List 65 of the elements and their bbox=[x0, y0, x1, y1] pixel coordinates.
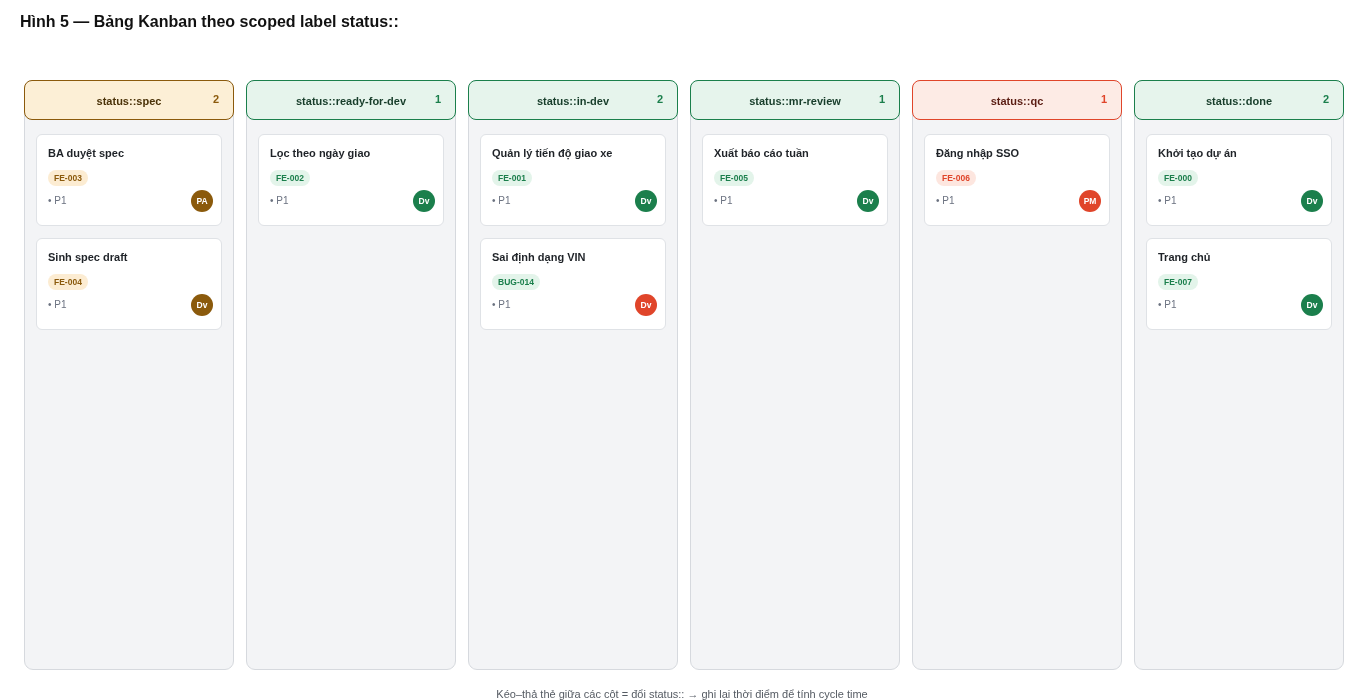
card-title: Sai định dạng VIN bbox=[492, 250, 586, 264]
column-title: status::spec bbox=[96, 95, 162, 107]
task-card bbox=[1146, 134, 1332, 226]
assignee-avatar: Dv bbox=[191, 294, 213, 316]
assignee-avatar: Dv bbox=[1301, 294, 1323, 316]
task-card bbox=[36, 238, 222, 330]
card-title: BA duyệt spec bbox=[48, 146, 124, 160]
card-title: Quản lý tiến độ giao xe bbox=[492, 146, 613, 160]
issue-tag: FE-000 bbox=[1158, 170, 1198, 186]
issue-tag: FE-005 bbox=[714, 170, 754, 186]
kanban-column bbox=[468, 80, 678, 670]
kanban-column bbox=[24, 80, 234, 670]
issue-tag: FE-006 bbox=[936, 170, 976, 186]
priority-label: • P1 bbox=[492, 298, 511, 311]
card-count: 1 bbox=[878, 92, 885, 106]
card-title: Lọc theo ngày giao bbox=[270, 146, 371, 160]
figure-title: Hình 5 — Bảng Kanban theo scoped label status:: bbox=[20, 12, 399, 32]
card-count: 1 bbox=[1100, 92, 1107, 106]
card-count: 2 bbox=[1322, 92, 1329, 106]
priority-label: • P1 bbox=[270, 194, 289, 207]
card-title: Trang chủ bbox=[1158, 250, 1211, 264]
column-title: status::qc bbox=[990, 95, 1044, 107]
column-title: status::mr-review bbox=[749, 95, 841, 107]
priority-label: • P1 bbox=[48, 194, 67, 207]
card-count: 2 bbox=[656, 92, 663, 106]
issue-tag: FE-003 bbox=[48, 170, 88, 186]
assignee-avatar: Dv bbox=[635, 294, 657, 316]
kanban-column bbox=[246, 80, 456, 670]
card-title: Đăng nhập SSO bbox=[936, 146, 1020, 160]
assignee-avatar: PA bbox=[191, 190, 213, 212]
issue-tag: FE-001 bbox=[492, 170, 532, 186]
priority-label: • P1 bbox=[714, 194, 733, 207]
priority-label: • P1 bbox=[1158, 194, 1177, 207]
card-count: 2 bbox=[212, 92, 219, 106]
assignee-avatar: Dv bbox=[1301, 190, 1323, 212]
column-title: status::done bbox=[1206, 95, 1272, 107]
issue-tag: BUG-014 bbox=[492, 274, 540, 290]
priority-label: • P1 bbox=[48, 298, 67, 311]
column-title: status::ready-for-dev bbox=[296, 95, 406, 107]
card-count: 1 bbox=[434, 92, 441, 106]
task-card bbox=[480, 238, 666, 330]
kanban-column bbox=[690, 80, 900, 670]
column-title: status::in-dev bbox=[536, 95, 610, 107]
kanban-column bbox=[1134, 80, 1344, 670]
task-card bbox=[1146, 238, 1332, 330]
priority-label: • P1 bbox=[936, 194, 955, 207]
task-card bbox=[702, 134, 888, 226]
assignee-avatar: Dv bbox=[413, 190, 435, 212]
task-card bbox=[258, 134, 444, 226]
priority-label: • P1 bbox=[492, 194, 511, 207]
assignee-avatar: Dv bbox=[857, 190, 879, 212]
task-card bbox=[480, 134, 666, 226]
issue-tag: FE-007 bbox=[1158, 274, 1198, 290]
assignee-avatar: PM bbox=[1079, 190, 1101, 212]
issue-tag: FE-004 bbox=[48, 274, 88, 290]
priority-label: • P1 bbox=[1158, 298, 1177, 311]
task-card bbox=[924, 134, 1110, 226]
card-title: Khởi tạo dự án bbox=[1158, 146, 1237, 160]
card-title: Sinh spec draft bbox=[48, 250, 128, 264]
kanban-column bbox=[912, 80, 1122, 670]
card-title: Xuất báo cáo tuần bbox=[714, 146, 809, 160]
task-card bbox=[36, 134, 222, 226]
figure-caption: Kéo–thả thẻ giữa các cột = đổi status:: → ghi lại thời điểm để tính cycle time bbox=[496, 688, 868, 700]
assignee-avatar: Dv bbox=[635, 190, 657, 212]
issue-tag: FE-002 bbox=[270, 170, 310, 186]
